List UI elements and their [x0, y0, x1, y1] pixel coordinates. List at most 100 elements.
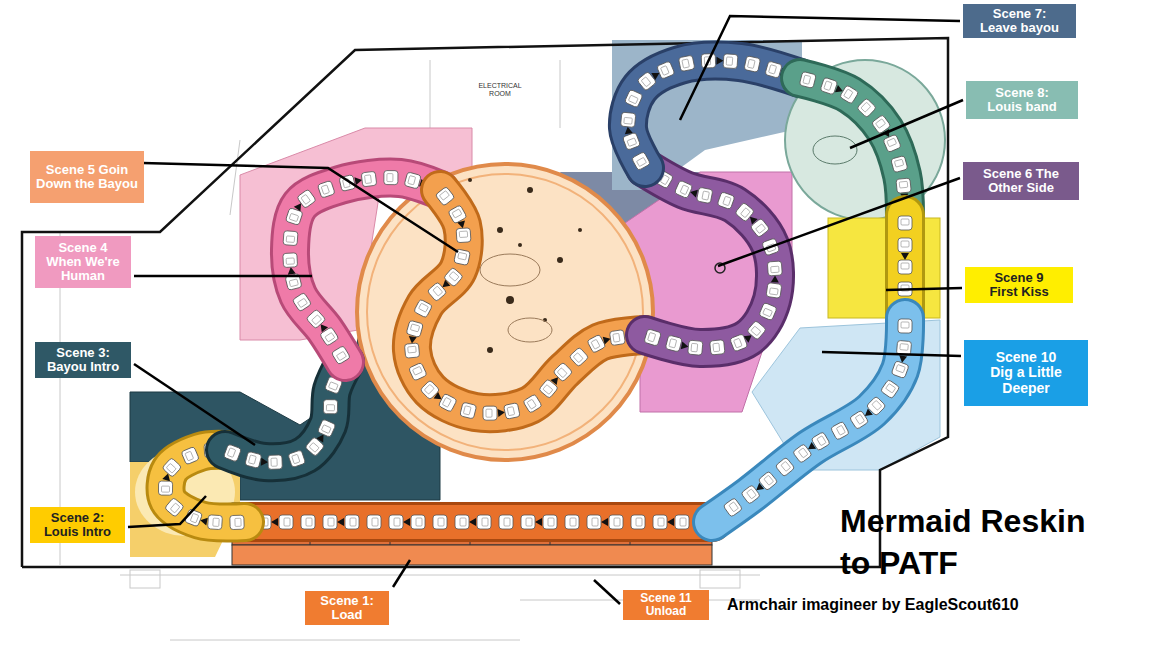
ride-vehicle [609, 515, 623, 529]
vehicle-body [622, 132, 640, 150]
vehicle-seat [325, 333, 335, 342]
vehicle-seat [592, 518, 598, 526]
vehicle-seat [669, 339, 677, 348]
vehicle-seat [321, 425, 331, 434]
ride-vehicle [384, 171, 398, 185]
vehicle-seat [328, 518, 334, 526]
vehicle-seat [449, 271, 459, 281]
track-bed [712, 318, 905, 522]
vehicle-seat [350, 518, 356, 526]
vehicle-body [830, 421, 849, 440]
vehicle-seat [301, 194, 311, 204]
ride-vehicle [331, 346, 350, 365]
ride-vehicle [367, 515, 381, 529]
vehicle-body [317, 180, 335, 198]
vehicle-seat [336, 351, 346, 360]
ride-vehicle [230, 515, 244, 529]
vehicle-seat [723, 196, 731, 206]
vehicle-body [609, 515, 623, 529]
vehicle-seat [741, 208, 751, 218]
vehicle-seat [458, 252, 467, 260]
vehicle-seat [627, 138, 637, 146]
ride-vehicle [456, 228, 471, 243]
vehicle-seat [886, 384, 896, 393]
ride-vehicle [301, 515, 315, 529]
vehicle-seat [372, 518, 378, 526]
ride-vehicle [696, 187, 712, 203]
vehicle-seat [286, 236, 294, 243]
ride-vehicle [766, 283, 782, 299]
platform-walkway [232, 545, 712, 565]
vehicle-seat [394, 518, 400, 526]
vehicle-body [361, 171, 377, 187]
ride-vehicle [404, 172, 421, 189]
vehicle-seat [328, 382, 338, 391]
vehicle-seat [507, 407, 515, 416]
ride-vehicle [744, 56, 761, 73]
vehicle-seat [365, 175, 372, 184]
vehicle-body [621, 112, 636, 127]
vehicle-body [765, 61, 782, 78]
vehicle-seat [803, 75, 811, 84]
scene-label: Scene 3: Bayou Intro [42, 346, 124, 375]
vehicle-body [644, 329, 662, 347]
vehicle-seat [771, 266, 779, 273]
vehicle-seat [408, 346, 417, 353]
vehicle-body [323, 400, 337, 414]
vehicle-body [521, 515, 535, 529]
vehicle-seat [836, 425, 845, 435]
vehicle-body [460, 402, 477, 419]
ride-vehicle [624, 89, 643, 108]
ride-vehicle [504, 403, 521, 420]
vehicle-body [775, 457, 795, 477]
track-segment [712, 318, 912, 522]
scene-label-box: Scene 7: Leave bayou [963, 4, 1076, 38]
vehicle-seat [901, 263, 909, 269]
direction-arrow [261, 458, 269, 466]
ride-vehicle [830, 421, 849, 440]
scene-label: Scene 5 Goin Down the Bayou [35, 163, 139, 192]
track-edge [412, 190, 645, 413]
vehicle-body [456, 228, 471, 243]
direction-arrow [535, 518, 542, 526]
vehicle-body [433, 515, 447, 529]
track-bed [645, 168, 775, 348]
ride-vehicle [279, 515, 293, 529]
scene-label-box: Scene 5 Goin Down the Bayou [30, 151, 144, 203]
vehicle-body [565, 515, 579, 529]
vehicle-body [747, 320, 767, 340]
ride-vehicle [433, 515, 447, 529]
scene-label-box: Scene 1: Load [305, 591, 389, 625]
direction-arrow [771, 275, 779, 282]
vehicle-body [367, 515, 381, 529]
vehicle-body [710, 340, 725, 355]
vehicle-seat [227, 448, 235, 458]
vehicle-body [283, 231, 298, 246]
vehicle-body [499, 515, 513, 529]
ride-vehicle [665, 335, 682, 352]
ride-vehicle [793, 444, 813, 464]
ride-vehicle [404, 343, 419, 358]
vehicle-body [723, 54, 738, 69]
vehicle-seat [641, 77, 651, 87]
vehicle-seat [312, 315, 322, 325]
track-segment [283, 171, 443, 365]
ride-vehicle [767, 261, 782, 276]
vehicle-seat [419, 303, 429, 312]
ride-vehicle [317, 419, 336, 438]
vehicle-body [384, 171, 398, 185]
load-platform [232, 503, 712, 545]
ride-vehicle [288, 450, 306, 468]
track-segment [621, 54, 800, 171]
vehicle-seat [321, 185, 329, 195]
ride-vehicle [880, 379, 899, 398]
vehicle-seat [412, 366, 422, 375]
direction-arrow [667, 518, 674, 526]
ride-vehicle [622, 132, 640, 150]
vehicle-seat [460, 518, 466, 526]
vehicle-seat [769, 288, 778, 295]
vehicle-body [301, 515, 315, 529]
scene-8-zone [785, 60, 945, 220]
ride-vehicle [164, 497, 184, 517]
vehicle-body [427, 282, 447, 302]
